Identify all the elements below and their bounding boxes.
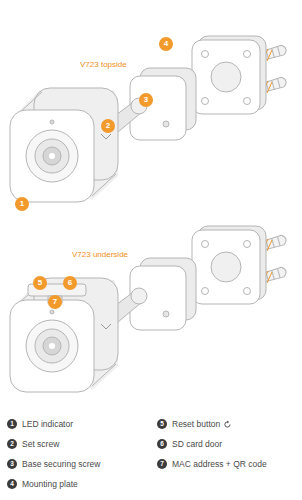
- swivel-base: [130, 76, 186, 140]
- legend-number: 4: [7, 479, 17, 489]
- legend-number: 6: [157, 439, 167, 449]
- callout-number: 4: [159, 37, 173, 51]
- screw-hole: [202, 98, 209, 105]
- camera-assembly: [10, 36, 287, 202]
- lens-core: [43, 147, 61, 165]
- camera-assembly-underside: [10, 226, 287, 392]
- legend-number: 7: [157, 459, 167, 469]
- legend-text: Base securing screw: [22, 459, 100, 469]
- legend-text: Set screw: [22, 439, 59, 449]
- screw-hole: [202, 51, 209, 58]
- legend-text: Reset button: [172, 419, 220, 429]
- mounting-plate: [192, 40, 260, 114]
- led: [50, 120, 54, 124]
- callout-number: 1: [15, 197, 29, 211]
- callout-number: 3: [139, 93, 153, 107]
- reset-icon: [223, 420, 232, 429]
- lens-ring: [26, 130, 78, 182]
- legend-number: 1: [7, 419, 17, 429]
- screw-hole: [244, 51, 251, 58]
- view-heading: V723 underside: [72, 250, 128, 260]
- lens-glint: [49, 153, 55, 159]
- base-screw: [163, 121, 169, 127]
- plate-hole: [211, 62, 241, 92]
- legend-number: 2: [7, 439, 17, 449]
- screw-hole: [244, 98, 251, 105]
- legend-number: 3: [7, 459, 17, 469]
- camera-front: [10, 110, 94, 202]
- legend-number: 5: [157, 419, 167, 429]
- callout-number: 6: [63, 276, 77, 290]
- legend-text: LED indicator: [22, 419, 73, 429]
- legend-text: SD card door: [172, 439, 222, 449]
- callout-number: 5: [33, 276, 47, 290]
- legend-text: Mounting plate: [22, 479, 78, 489]
- callout-number: 7: [48, 295, 62, 309]
- callout-number: 2: [101, 119, 115, 133]
- reset-arrowhead: [227, 420, 229, 423]
- view-heading: V723 topside: [80, 60, 127, 70]
- logo-mark: [101, 134, 111, 139]
- legend-text: MAC address + QR code: [172, 459, 267, 469]
- lens: [35, 139, 69, 173]
